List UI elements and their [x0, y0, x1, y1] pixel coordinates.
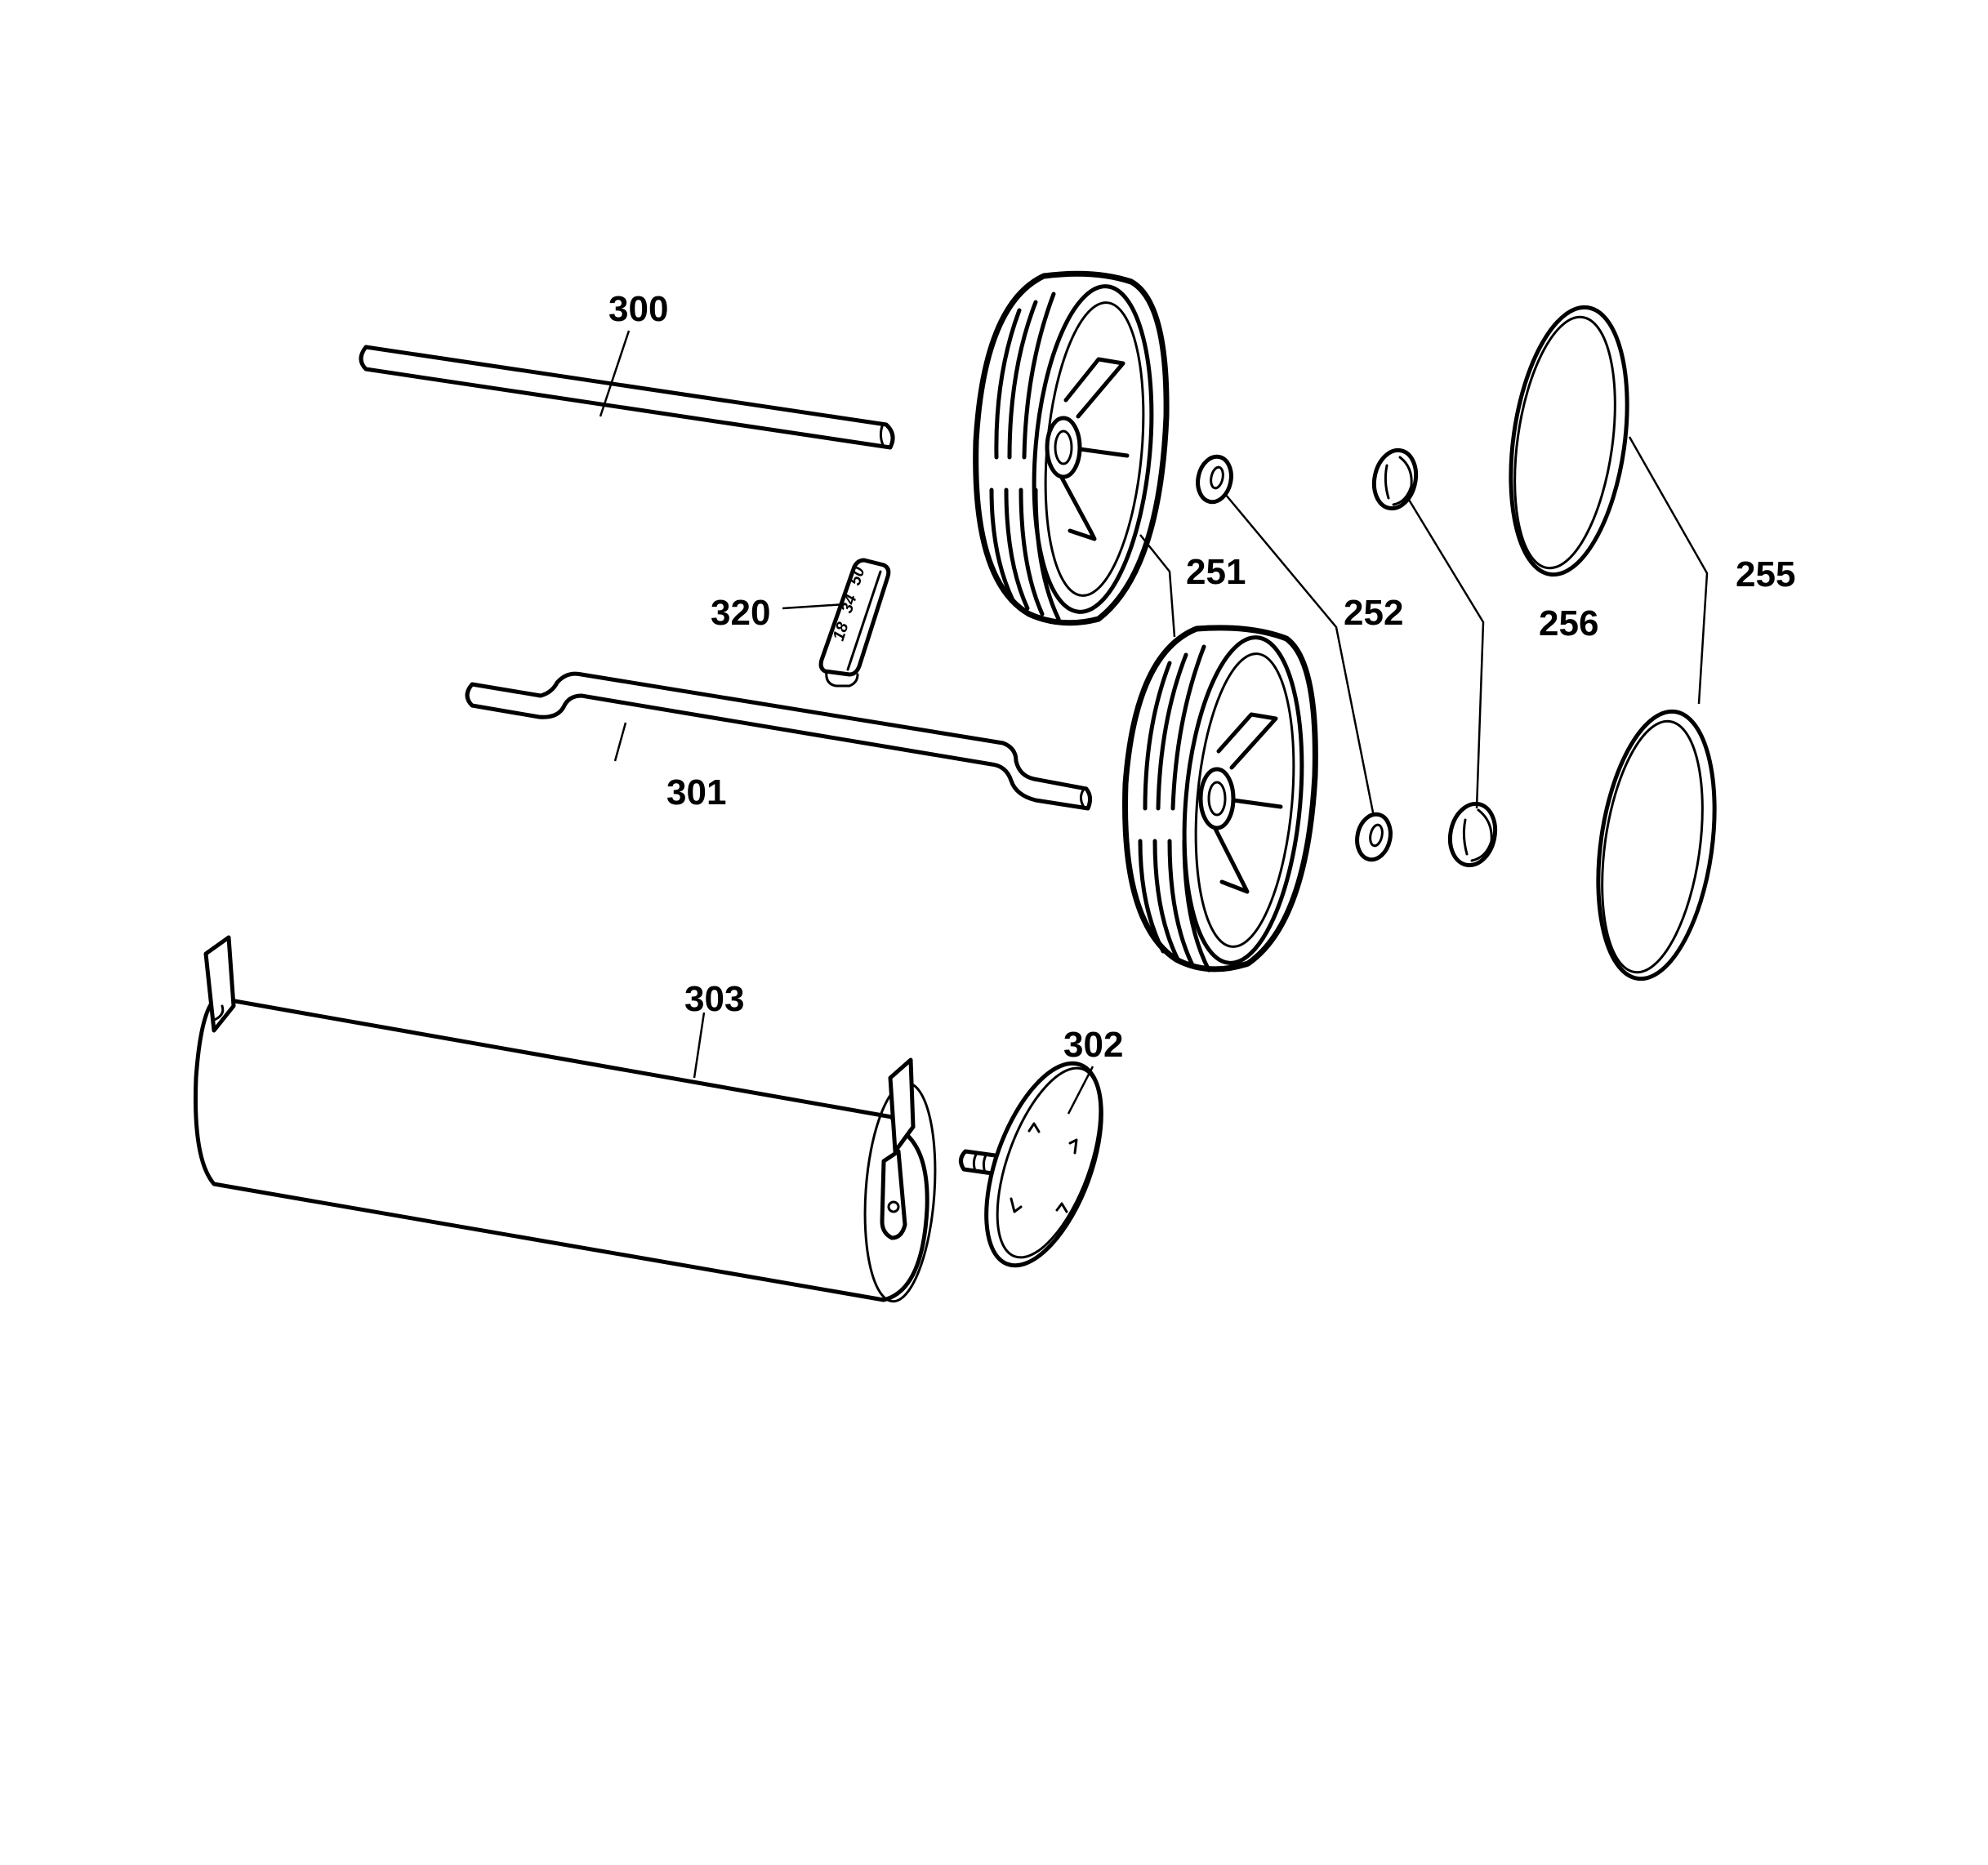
label-300: 300	[608, 289, 668, 329]
part-251-wheel-upper[interactable]	[973, 270, 1170, 626]
label-251-group: 251	[1139, 534, 1246, 638]
part-252-washer-lower[interactable]	[1353, 811, 1395, 862]
label-255-group: 255	[1628, 436, 1795, 705]
part-256-nut-upper[interactable]	[1369, 447, 1421, 513]
part-251-wheel-lower[interactable]	[1122, 625, 1318, 973]
part-256-nut-lower[interactable]	[1445, 799, 1501, 870]
label-251: 251	[1186, 552, 1246, 592]
part-255-ring-lower[interactable]	[1583, 704, 1731, 986]
label-256-group: 256	[1407, 499, 1598, 809]
label-303: 303	[684, 979, 744, 1019]
label-302: 302	[1063, 1025, 1123, 1065]
part-301-axle[interactable]: 301	[465, 671, 1093, 812]
part-302-end-cap[interactable]: 302	[959, 1025, 1125, 1280]
label-320: 320	[711, 593, 770, 633]
label-255: 255	[1736, 554, 1795, 594]
label-252-group: 252	[1224, 493, 1403, 817]
part-320-tag[interactable]: 50 34 18 320	[711, 558, 891, 688]
label-301: 301	[666, 772, 726, 812]
part-252-washer-upper[interactable]	[1194, 453, 1236, 505]
part-255-ring-upper[interactable]	[1495, 300, 1643, 582]
label-256: 256	[1539, 603, 1598, 643]
label-252: 252	[1344, 593, 1403, 633]
part-303-roller[interactable]: 303	[194, 935, 942, 1304]
part-300-rod[interactable]: 300	[359, 289, 895, 450]
